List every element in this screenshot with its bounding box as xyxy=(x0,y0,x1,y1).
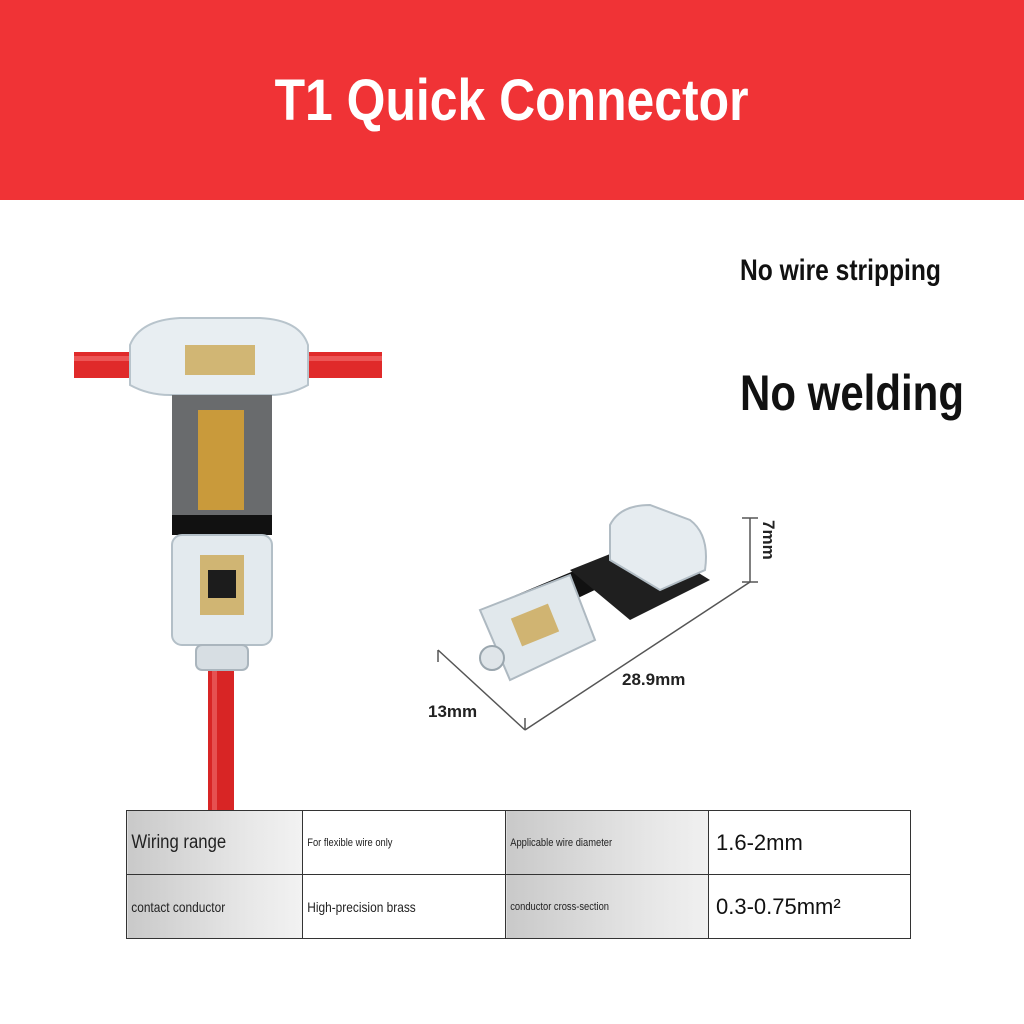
spec-label2-cell: conductor cross-section xyxy=(505,874,709,939)
spec-label-cell: Wiring range xyxy=(126,810,303,875)
spec-value: 0.3-0.75mm² xyxy=(716,893,841,919)
width-dimension-label: 13mm xyxy=(428,702,478,721)
connector-photo-wired xyxy=(74,317,382,815)
page-title: T1 Quick Connector xyxy=(275,67,749,133)
spec-row: Wiring range For flexible wire only Appl… xyxy=(126,810,911,875)
feature-no-welding: No welding xyxy=(740,365,964,421)
spec-label2: conductor cross-section xyxy=(510,900,609,913)
spec-value-cell: 0.3-0.75mm² xyxy=(708,874,911,939)
spec-label-cell: contact conductor xyxy=(126,874,303,939)
length-dimension-label: 28.9mm xyxy=(622,670,686,689)
feature-no-stripping: No wire stripping xyxy=(740,254,941,287)
spec-table: Wiring range For flexible wire only Appl… xyxy=(126,810,911,939)
spec-label: contact conductor xyxy=(131,898,226,915)
spec-note-cell: For flexible wire only xyxy=(302,810,506,875)
connector-photo-dimensions xyxy=(437,503,758,731)
spec-note: For flexible wire only xyxy=(307,836,393,849)
spec-label: Wiring range xyxy=(131,831,227,853)
title-banner: T1 Quick Connector xyxy=(0,0,1024,200)
spec-note: High-precision brass xyxy=(307,898,416,915)
spec-label2-cell: Applicable wire diameter xyxy=(505,810,709,875)
spec-row: contact conductor High-precision brass c… xyxy=(126,874,911,939)
height-dimension-label: 7mm xyxy=(759,520,778,560)
spec-label2: Applicable wire diameter xyxy=(510,836,613,849)
spec-note-cell: High-precision brass xyxy=(302,874,506,939)
spec-value: 1.6-2mm xyxy=(716,829,803,855)
spec-value-cell: 1.6-2mm xyxy=(708,810,911,875)
